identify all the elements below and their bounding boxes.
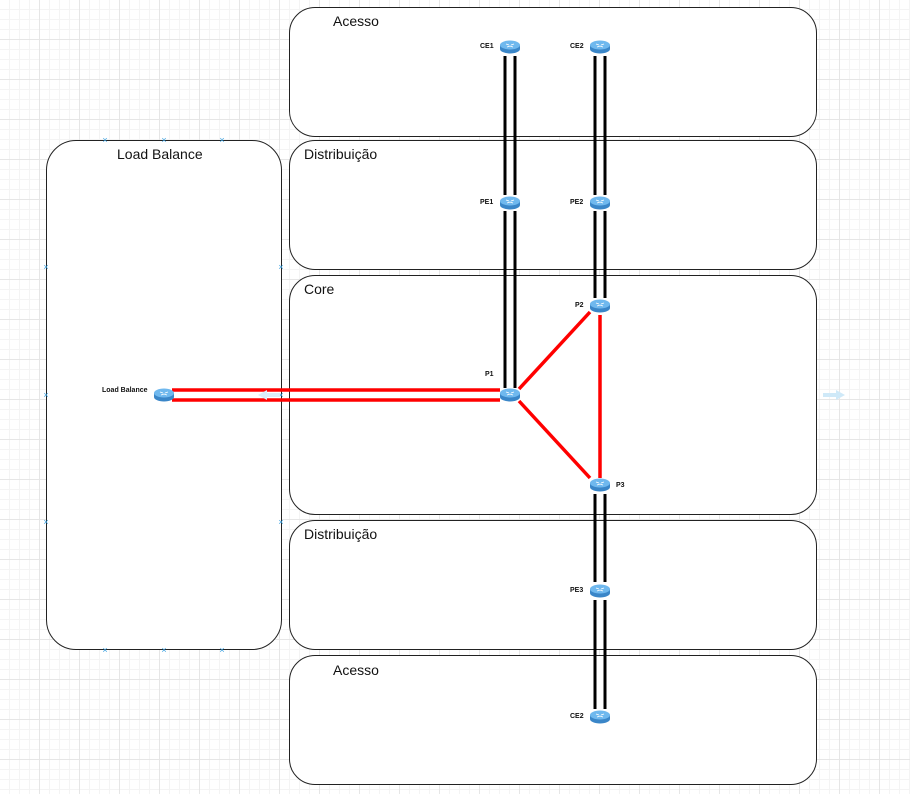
panel-title-acesso-bottom: Acesso <box>333 662 379 678</box>
connection-point-marker[interactable]: × <box>161 645 167 655</box>
panel-distribuicao-bottom[interactable] <box>289 520 817 650</box>
connection-point-marker[interactable]: × <box>219 645 225 655</box>
link-p1-p3[interactable] <box>517 399 592 480</box>
link-p1-p2[interactable] <box>517 310 592 391</box>
connection-point-marker[interactable]: × <box>219 135 225 145</box>
node-label-pe1: PE1 <box>480 199 494 206</box>
node-label-p2: P2 <box>575 302 584 309</box>
panel-distribuicao-top[interactable] <box>289 140 817 270</box>
connection-point-marker[interactable]: × <box>43 262 49 272</box>
router-icon-ce1[interactable] <box>499 40 521 54</box>
connection-point-marker[interactable]: × <box>278 517 284 527</box>
node-label-pe3: PE3 <box>570 587 584 594</box>
router-icon-ce2-bottom[interactable] <box>589 710 611 724</box>
router-icon-pe3[interactable] <box>589 584 611 598</box>
router-icon-load-balance[interactable] <box>153 388 175 402</box>
router-icon-ce2-top[interactable] <box>589 40 611 54</box>
connection-point-marker[interactable]: × <box>43 517 49 527</box>
panel-title-acesso-top: Acesso <box>333 13 379 29</box>
panel-acesso-top[interactable] <box>289 7 817 137</box>
panel-title-distribuicao-bottom: Distribuição <box>304 526 378 542</box>
node-label-p3: P3 <box>616 482 625 489</box>
arrow-right-icon <box>823 390 845 400</box>
node-label-load-balance: Load Balance <box>102 387 148 394</box>
connection-point-marker[interactable]: × <box>278 390 284 400</box>
panel-title-distribuicao-top: Distribuição <box>304 146 378 162</box>
panel-title-load-balance: Load Balance <box>117 146 203 162</box>
router-icon-p3[interactable] <box>589 478 611 492</box>
router-icon-pe1[interactable] <box>499 196 521 210</box>
connection-point-marker[interactable]: × <box>278 262 284 272</box>
arrow-left-icon <box>258 390 280 400</box>
node-label-ce1: CE1 <box>480 43 494 50</box>
node-label-pe2: PE2 <box>570 199 584 206</box>
router-icon-pe2[interactable] <box>589 196 611 210</box>
connection-point-marker[interactable]: × <box>161 135 167 145</box>
panel-acesso-bottom[interactable] <box>289 655 817 785</box>
connection-point-marker[interactable]: × <box>102 135 108 145</box>
connection-point-marker[interactable]: × <box>102 645 108 655</box>
router-icon-p1[interactable] <box>499 388 521 402</box>
panel-title-core: Core <box>304 281 335 297</box>
node-label-ce2-top: CE2 <box>570 43 584 50</box>
router-icon-p2[interactable] <box>589 299 611 313</box>
panel-core[interactable] <box>289 275 817 515</box>
connection-point-marker[interactable]: × <box>43 390 49 400</box>
node-label-ce2-bottom: CE2 <box>570 713 584 720</box>
node-label-p1: P1 <box>485 371 494 378</box>
